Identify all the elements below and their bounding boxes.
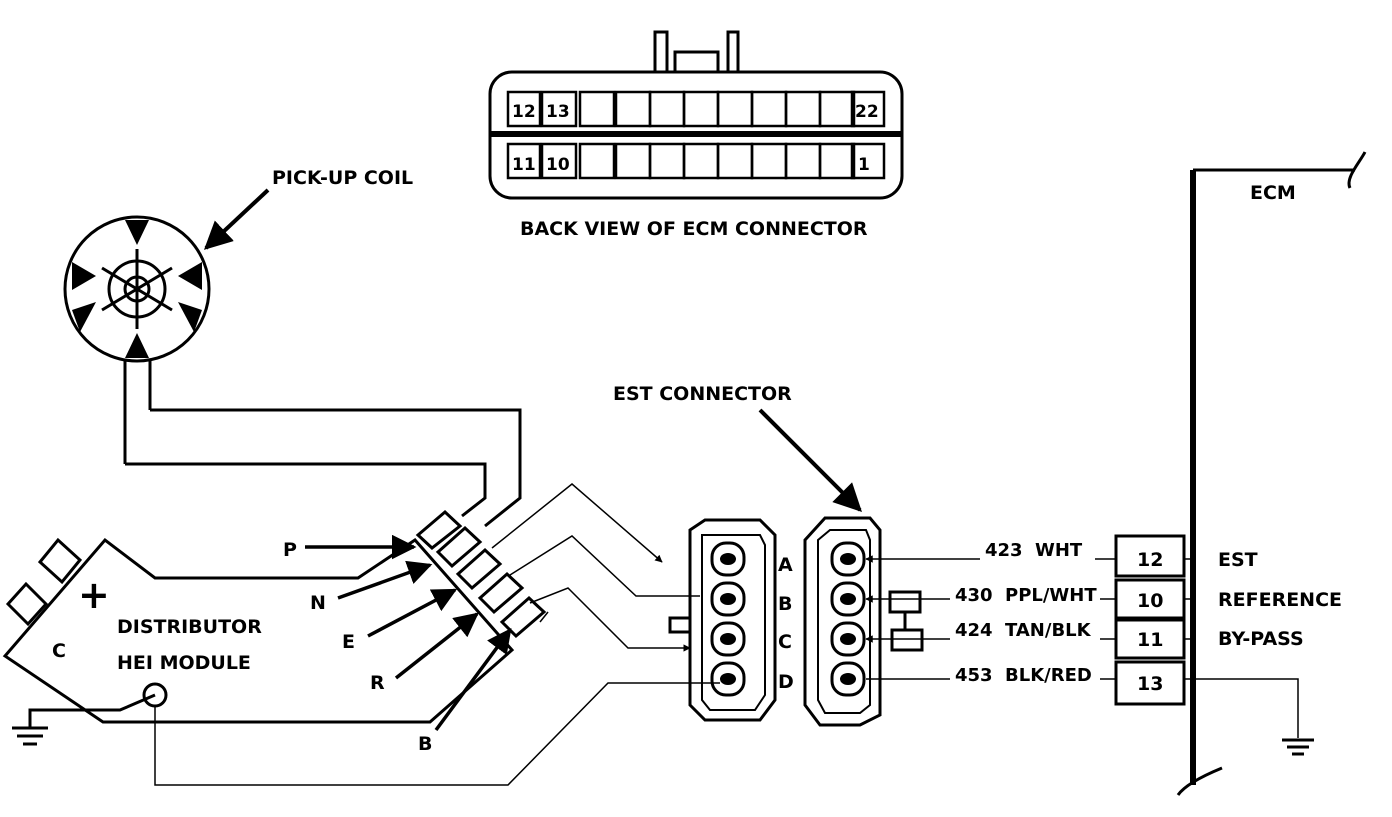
ecm-connector-cell (850, 142, 886, 180)
terminal-n-arrow (337, 560, 433, 600)
terminal-r-label: R (370, 672, 385, 694)
ecm-ground-icon (1282, 738, 1314, 756)
est-connector-label: EST CONNECTOR (613, 383, 792, 405)
ecm-connector-cell (578, 142, 616, 180)
ecm-pin-10-box: 10 (1137, 590, 1163, 612)
plus-terminal: + (78, 573, 110, 617)
ecm-connector-back-view (488, 30, 904, 200)
ecm-connector-cell (540, 90, 578, 128)
wire-453-circuit: 453 (955, 665, 993, 686)
wire-423-color: WHT (1035, 540, 1083, 561)
est-right-pins (840, 553, 856, 685)
ecm-pin-11: 11 (512, 155, 536, 175)
ecm-pin-11-box: 11 (1137, 629, 1163, 651)
pickup-coil (63, 215, 522, 528)
ecm-func-reference: REFERENCE (1218, 589, 1342, 611)
ecm-pin-13: 13 (546, 102, 570, 122)
wire-423-circuit: 423 (985, 540, 1023, 561)
ecm-connector-cell (818, 142, 856, 180)
est-connector-right-half (803, 516, 924, 727)
ecm-connector-cell (716, 142, 754, 180)
module-to-est-wires (154, 483, 720, 786)
ecm-connector-cell (614, 90, 652, 128)
est-pin-a: A (778, 554, 793, 576)
terminal-e-label: E (342, 631, 355, 653)
est-connector-arrow (758, 408, 862, 512)
ecm-connector-cell (784, 142, 822, 180)
wire-424-color: TAN/BLK (1005, 620, 1092, 641)
ecm-connector-cell (614, 142, 652, 180)
ecm-pin-1: 1 (858, 155, 870, 175)
terminal-r-arrow (394, 612, 479, 680)
wire-424-circuit: 424 (955, 620, 993, 641)
ecm-connector-caption: BACK VIEW OF ECM CONNECTOR (520, 218, 868, 240)
est-pin-b: B (778, 593, 792, 615)
terminal-b-label: B (418, 733, 432, 755)
terminal-e-arrow (367, 588, 458, 638)
ecm-connector-cell (540, 142, 578, 180)
module-ground-icon (12, 693, 156, 746)
ecm-connector-cell (716, 90, 754, 128)
pickup-coil-label: PICK-UP COIL (272, 167, 413, 189)
ecm-connector-cell (818, 90, 856, 128)
ecm-connector-cell (578, 90, 616, 128)
terminal-n-label: N (310, 592, 326, 614)
ecm-connector-cell (850, 90, 886, 128)
est-connector-left-half (668, 518, 777, 722)
ecm-pin-12: 12 (512, 102, 536, 122)
ecm-connector-cell (750, 142, 788, 180)
ecm-connector-cell (648, 90, 686, 128)
wire-430-color: PPL/WHT (1005, 585, 1097, 606)
ecm-module (1114, 151, 1367, 796)
wire-430-circuit: 430 (955, 585, 993, 606)
ecm-pin-22: 22 (855, 102, 879, 122)
est-pin-c: C (778, 631, 792, 653)
ecm-connector-cell (784, 90, 822, 128)
pickup-coil-arrow (203, 188, 270, 250)
ecm-pin-13-box: 13 (1137, 673, 1163, 695)
ecm-label: ECM (1250, 182, 1296, 204)
terminal-p-label: P (283, 539, 297, 561)
module-c-label: C (52, 640, 66, 662)
module-label-line1: DISTRIBUTOR (117, 616, 262, 638)
ecm-pin-10: 10 (546, 155, 570, 175)
ecm-func-est: EST (1218, 549, 1258, 571)
terminal-b-arrow (434, 628, 512, 732)
ecm-connector-cell (682, 142, 720, 180)
ecm-connector-cell (682, 90, 720, 128)
ecm-func-bypass: BY-PASS (1218, 628, 1304, 650)
wire-453-color: BLK/RED (1005, 665, 1092, 686)
module-label-line2: HEI MODULE (117, 652, 251, 674)
est-pin-d: D (778, 671, 794, 693)
ecm-connector-cell (648, 142, 686, 180)
wire-label-bg (950, 540, 1100, 682)
ecm-connector-cell (750, 90, 788, 128)
ecm-pin-12-box: 12 (1137, 549, 1163, 571)
est-left-pins (720, 553, 736, 685)
